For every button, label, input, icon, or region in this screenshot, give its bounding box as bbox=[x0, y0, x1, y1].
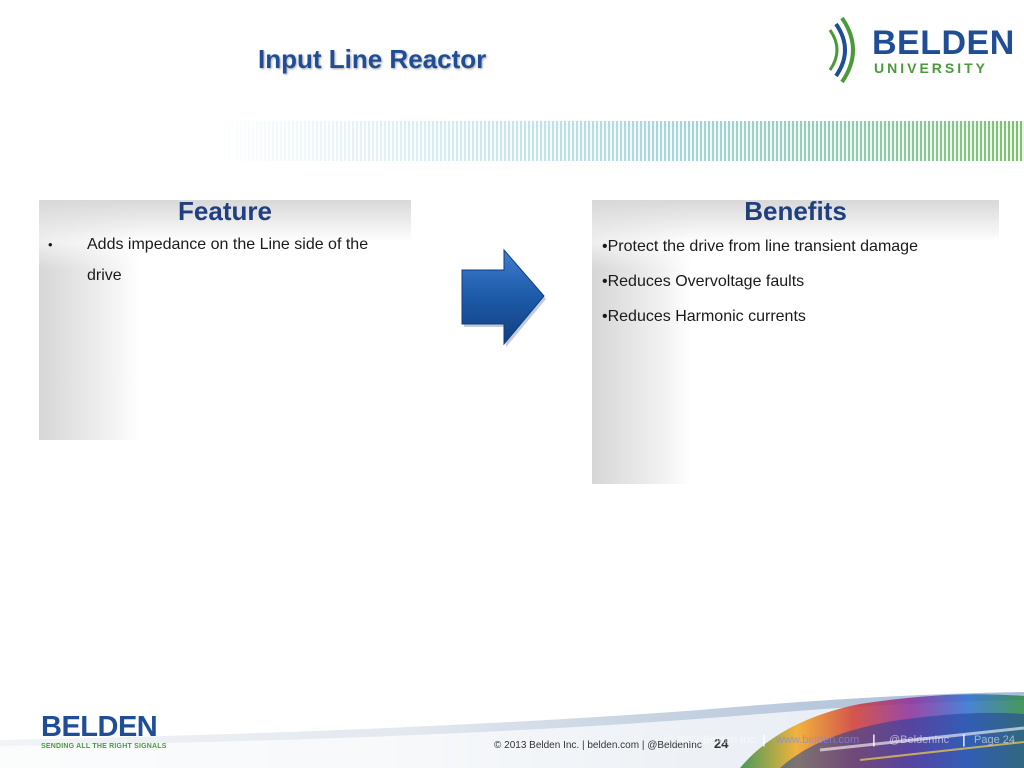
ghost-page-label: Page 24 bbox=[974, 734, 1015, 746]
feature-item: • Adds impedance on the Line side of the… bbox=[39, 229, 411, 291]
bullet-icon: • bbox=[48, 237, 53, 252]
ghost-copyright: © 2012 Belden Inc. bbox=[664, 734, 758, 746]
page-number: 24 bbox=[714, 736, 729, 751]
swoosh-mark-icon bbox=[828, 16, 855, 84]
benefit-item: •Protect the drive from line transient d… bbox=[602, 238, 918, 255]
footer-belden-logo: BELDEN SENDING ALL THE RIGHT SIGNALS bbox=[41, 711, 167, 751]
footer-logo-brand: BELDEN bbox=[41, 711, 158, 743]
feature-panel: Feature • Adds impedance on the Line sid… bbox=[39, 196, 411, 440]
logo-subtitle: UNIVERSITY bbox=[874, 60, 989, 76]
arrow-right-icon bbox=[461, 248, 546, 347]
ghost-handle: @BeldenInc bbox=[889, 734, 950, 746]
ghost-website-link: www.belden.com bbox=[776, 734, 860, 746]
feature-panel-header-shade bbox=[39, 200, 411, 270]
decorative-stripe-band bbox=[210, 121, 1024, 161]
ghost-separator: | bbox=[872, 732, 876, 747]
ghost-separator: | bbox=[762, 732, 766, 747]
footer-copyright: © 2013 Belden Inc. | belden.com | @Belde… bbox=[494, 740, 702, 751]
benefits-list: •Protect the drive from line transient d… bbox=[592, 229, 999, 334]
feature-heading: Feature bbox=[178, 196, 272, 226]
benefits-panel: Benefits •Protect the drive from line tr… bbox=[592, 196, 999, 484]
benefits-panel-header-shade bbox=[592, 200, 999, 270]
benefit-item: •Reduces Overvoltage faults bbox=[602, 273, 805, 290]
logo-brand: BELDEN bbox=[872, 24, 1015, 62]
footer-logo-tagline: SENDING ALL THE RIGHT SIGNALS bbox=[41, 743, 167, 750]
feature-list: • Adds impedance on the Line side of the… bbox=[39, 229, 411, 291]
benefit-item: •Reduces Harmonic currents bbox=[602, 308, 806, 325]
feature-item-text: Adds impedance on the Line side of the d… bbox=[87, 236, 369, 284]
footer-swoosh-graphic bbox=[0, 692, 1024, 768]
belden-university-logo: BELDEN UNIVERSITY bbox=[822, 14, 1014, 86]
ghost-separator: | bbox=[962, 732, 966, 747]
benefits-heading: Benefits bbox=[744, 196, 847, 226]
slide-title: Input Line Reactor bbox=[258, 44, 487, 74]
